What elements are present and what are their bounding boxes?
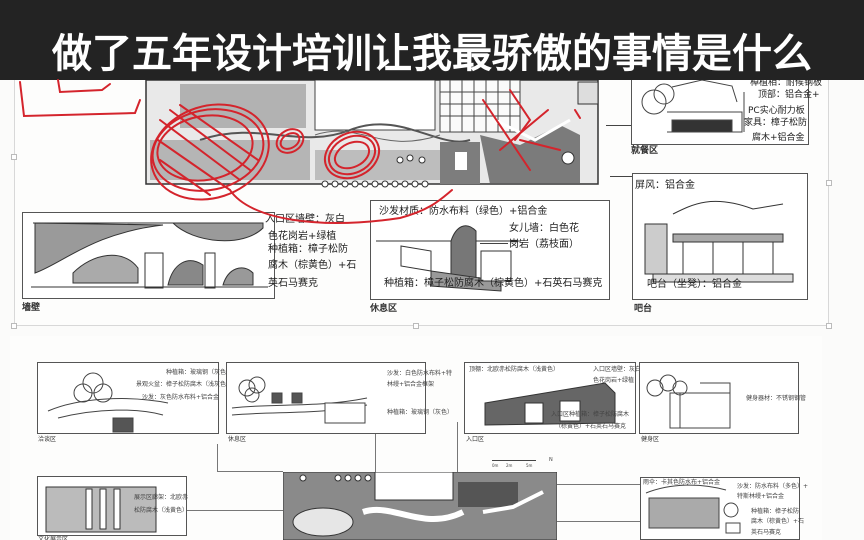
label-rest-area-bottom: 休息区 (228, 436, 247, 443)
note-dining-bottom-1: 雨伞：卡其色防水布+铝合金 (643, 479, 721, 486)
resize-handle[interactable] (826, 180, 832, 186)
note-entrance-5: （棕黄色）+石英石马赛克 (555, 423, 627, 430)
note-dining-bottom-2: 沙发：防水布料（多色）+ (737, 483, 809, 490)
note-dining-bottom-5: 腐木（棕黄色）+石 (751, 518, 805, 525)
note-fitness-1: 健身器材：不锈钢钢管 (746, 395, 807, 402)
resize-handle[interactable] (413, 323, 419, 329)
note-leisure-2: 景观火盆：樟子松防腐木（浅灰色） (136, 381, 233, 388)
note-display-1: 展示区廊架：北欧赤 (134, 494, 189, 501)
note-entrance-3: 色花岗岩+绿植 (593, 377, 635, 384)
label-fitness-area: 健身区 (641, 436, 660, 443)
label-rest-area: 休息区 (370, 304, 398, 314)
note-bar-2: 吧台（坐凳）：铝合金 (647, 279, 742, 290)
scale-tick-2: 2m (506, 463, 513, 468)
label-display-area: 文化展示区 (38, 536, 69, 540)
panel-wall (22, 212, 275, 299)
note-dining-bottom-4: 种植箱：樟子松防 (751, 508, 800, 515)
note-dining-bottom-6: 英石马赛克 (751, 529, 782, 536)
leader-line (610, 176, 632, 177)
note-dining-5: 腐木+铝合金 (752, 133, 805, 143)
note-rest-3: 岗岩（荔枝面） (509, 239, 579, 250)
note-display-2: 松防腐木（浅黄色） (134, 507, 189, 514)
leader-line (480, 243, 508, 244)
panel-dining-area-bottom: 雨伞：卡其色防水布+铝合金 沙发：防水布料（多色）+ 特斯林缦+铝合金 种植箱：… (640, 477, 808, 540)
resize-handle[interactable] (11, 154, 17, 160)
note-rest-2: 女儿墙：白色花 (509, 223, 579, 234)
note-entrance-1: 顶棚：北欧赤松防腐木（浅黄色） (469, 366, 560, 373)
panel-entrance-area: 顶棚：北欧赤松防腐木（浅黄色） 入口区墙壁：灰白 色花岗岩+绿植 入口区种植箱：… (464, 362, 641, 434)
connector-line (217, 444, 218, 471)
panel-dining-area: 棹植相：耐候钢板 顶部：铝合金+ PC实心耐力板 家具：樟子松防 腐木+铝合金 (631, 72, 822, 145)
note-wall-4: 腐木（棕黄色）+石 (268, 260, 357, 271)
connector-line (375, 434, 376, 472)
leader-line (606, 125, 631, 126)
panel-display-area: 展示区廊架：北欧赤 松防腐木（浅黄色） (37, 476, 189, 536)
note-leisure-3: 沙发：灰色防水布料+铝合金 (142, 394, 220, 401)
north-arrow-icon: N (549, 457, 553, 463)
note-wall-1: 入口区墙壁：灰白 (265, 214, 345, 225)
note-wall-2: 色花岗岩+绿植 (268, 231, 337, 242)
label-wall: 墙壁 (22, 303, 41, 313)
note-rest-4: 种植箱：樟子松防腐木（棕黄色）+石英石马赛克 (384, 278, 603, 289)
connector-line (457, 422, 458, 472)
note-rest-1: 沙发材质：防水布料（绿色）+铝合金 (379, 206, 548, 217)
panel-bar: 屏风：铝合金 吧台（坐凳）：铝合金 (632, 173, 808, 300)
note-entrance-2: 入口区墙壁：灰白 (593, 366, 642, 373)
note-wall-5: 英石马赛克 (268, 278, 318, 289)
note-bar-1: 屏风：铝合金 (635, 180, 695, 191)
note-dining-3: PC实心耐力板 (748, 106, 805, 116)
scale-tick-5: 5m (526, 463, 533, 468)
scale-tick-0: 0m (492, 463, 499, 468)
video-caption: 做了五年设计培训让我最骄傲的事情是什么 (52, 31, 812, 77)
resize-handle[interactable] (11, 323, 17, 329)
connector-line (557, 521, 640, 522)
note-dining-4: 家具：樟子松防 (744, 118, 808, 128)
note-dining-bottom-3: 特斯林缦+铝合金 (737, 493, 785, 500)
note-rest-bottom-2: 林缦+铝合金框架 (387, 381, 435, 388)
connector-line (557, 484, 640, 485)
caption-bar: 做了五年设计培训让我最骄傲的事情是什么 (0, 0, 864, 80)
note-wall-3: 种植箱：樟子松防 (268, 244, 348, 255)
resize-handle[interactable] (826, 323, 832, 329)
label-bar: 吧台 (634, 304, 653, 314)
note-dining-1: 棹植相：耐候钢板 (750, 78, 823, 88)
label-entrance-area: 入口区 (466, 436, 485, 443)
panel-fitness-area: 健身器材：不锈钢钢管 (639, 362, 806, 434)
note-entrance-4: 入口区种植箱：樟子松防腐木 (551, 411, 630, 418)
note-rest-bottom-1: 沙发：白色防水布料+特 (387, 370, 453, 377)
note-dining-2: 顶部：铝合金+ (758, 90, 820, 100)
panel-leisure-area: 种植箱：玻璃钢（灰色） 景观火盆：樟子松防腐木（浅灰色） 沙发：灰色防水布料+铝… (37, 362, 232, 434)
note-leisure-1: 种植箱：玻璃钢（灰色） (166, 369, 233, 376)
label-leisure-area: 洽谈区 (38, 436, 57, 443)
scale-bar: 0m 2m 5m (492, 458, 542, 468)
site-plan-bottom (283, 472, 557, 540)
connector-line (217, 471, 283, 472)
connector-line (187, 510, 283, 511)
note-rest-bottom-3: 种植箱：玻璃钢（灰色） (387, 409, 454, 416)
label-dining-area: 就餐区 (631, 146, 659, 156)
panel-rest-area-bottom: 沙发：白色防水布料+特 林缦+铝合金框架 种植箱：玻璃钢（灰色） (226, 362, 453, 434)
panel-rest-area (370, 200, 610, 300)
